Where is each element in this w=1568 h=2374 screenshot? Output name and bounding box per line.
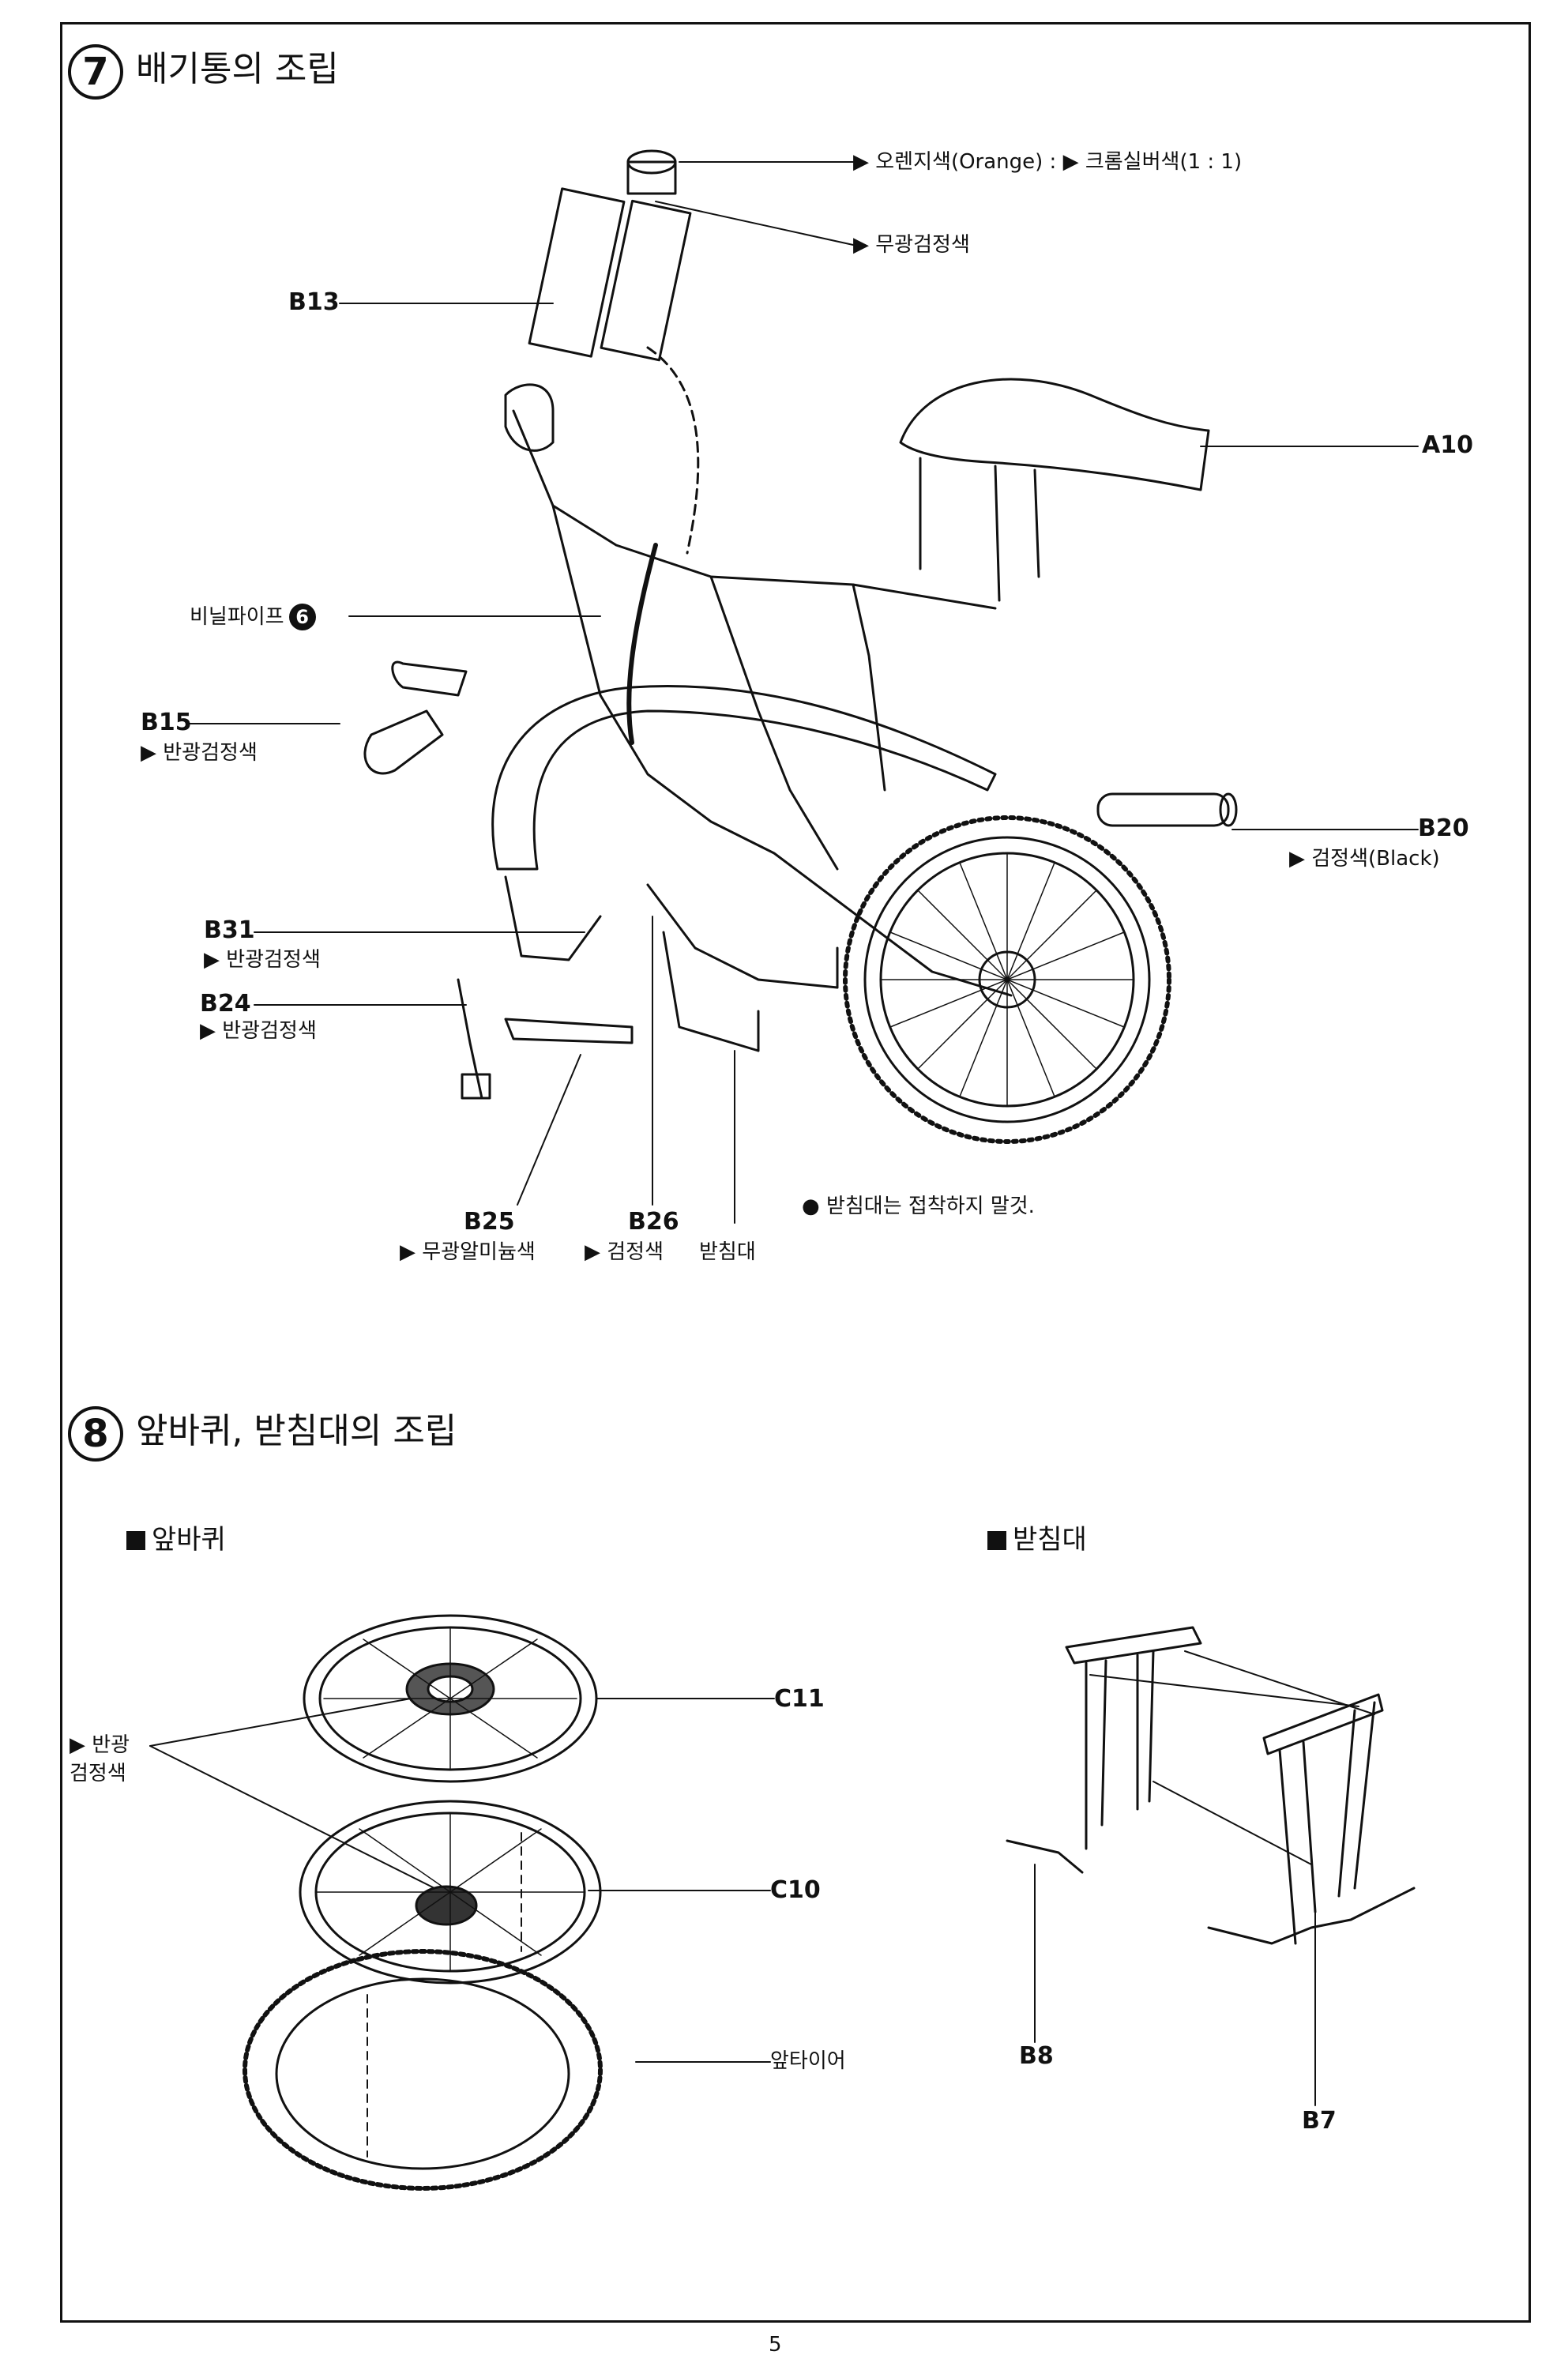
label-b13: B13 — [288, 288, 340, 316]
label-muffler-color: ▶ 무광검정색 — [853, 233, 970, 257]
label-b26-color: ▶ 검정색 — [585, 1240, 664, 1264]
label-b26: B26 — [628, 1208, 679, 1236]
step7-number-badge: 7 — [68, 44, 123, 100]
step8-number: 8 — [82, 1412, 109, 1456]
page-frame — [60, 22, 1531, 2323]
tail-pipe-b20 — [1096, 792, 1238, 827]
label-cap-color: ▶ 오렌지색(Orange) : ▶ 크롬실버색(1 : 1) — [853, 150, 1243, 174]
stand-heading: 받침대 — [987, 1526, 1087, 1553]
stand-b7-b8 — [1006, 1626, 1416, 1945]
label-b31: B31 — [204, 916, 255, 944]
front-wheel-heading: 앞바퀴 — [126, 1526, 226, 1553]
seat-a10 — [899, 378, 1210, 602]
step7-number: 7 — [82, 50, 109, 94]
step7-title: 배기통의 조립 — [136, 49, 339, 89]
label-b31-color: ▶ 반광검정색 — [204, 948, 321, 972]
label-b24: B24 — [200, 990, 251, 1018]
label-b24-color: ▶ 반광검정색 — [200, 1019, 317, 1043]
label-front-tire: 앞타이어 — [770, 2049, 846, 2073]
stand-heading-text: 받침대 — [1013, 1524, 1087, 1556]
label-c10: C10 — [770, 1876, 821, 1904]
label-b20-color: ▶ 검정색(Black) — [1289, 847, 1440, 871]
stand-note: ● 받침대는 접착하지 말것. — [802, 1195, 1035, 1218]
wheel-c10 — [299, 1800, 602, 1985]
square-bullet-icon — [987, 1531, 1006, 1550]
vinyl-pipe-number: 6 — [288, 604, 316, 630]
label-c11: C11 — [774, 1685, 825, 1713]
label-b15-color: ▶ 반광검정색 — [141, 741, 258, 765]
front-tire — [243, 1949, 603, 2191]
leader-lines-step8 — [149, 1698, 1316, 2106]
page-number: 5 — [769, 2333, 782, 2357]
label-b7: B7 — [1302, 2107, 1337, 2135]
bike-frame — [504, 346, 1013, 997]
exhaust-pipe — [363, 660, 997, 961]
label-color-line1: ▶ 반광 — [70, 1733, 130, 1757]
leader-lines-step7 — [189, 161, 1419, 1224]
rear-wheel — [843, 815, 1171, 1144]
stand-step7 — [457, 883, 839, 1100]
label-color-line2: 검정색 — [70, 1762, 126, 1785]
label-b8: B8 — [1019, 2042, 1054, 2070]
square-bullet-icon — [126, 1531, 145, 1550]
label-b25: B25 — [464, 1208, 515, 1236]
vinyl-pipe-text: 비닐파이프 — [190, 605, 284, 629]
wheel-c11 — [303, 1614, 598, 1783]
muffler-b13 — [528, 149, 692, 362]
front-wheel-heading-text: 앞바퀴 — [152, 1524, 226, 1556]
label-b15: B15 — [141, 709, 192, 736]
label-stand: 받침대 — [699, 1240, 756, 1264]
label-b25-color: ▶ 무광알미늄색 — [400, 1240, 536, 1264]
step8-number-badge: 8 — [68, 1406, 123, 1462]
step8-title: 앞바퀴, 받침대의 조립 — [136, 1411, 457, 1451]
label-a10: A10 — [1422, 431, 1473, 459]
label-b20: B20 — [1418, 815, 1469, 842]
